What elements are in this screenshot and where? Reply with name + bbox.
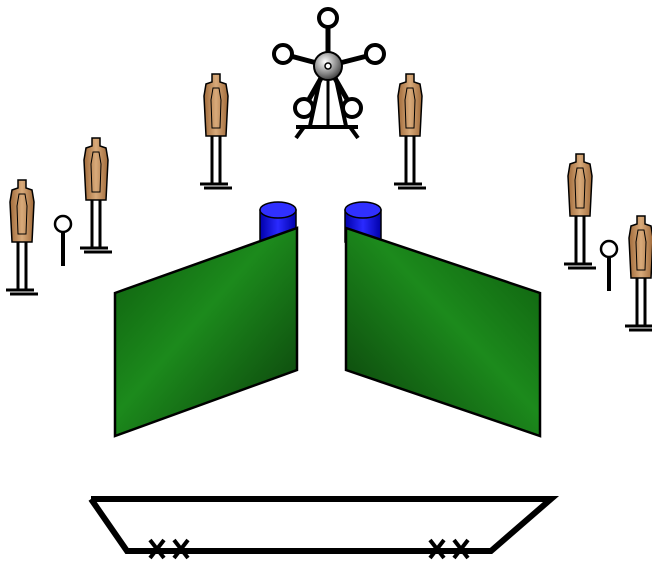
foot-marks [148,538,470,560]
spinner-target [272,7,386,140]
shooting-box [88,496,560,554]
steel-plate-right [599,239,619,293]
paper-target-upper-left [198,72,234,190]
paper-target-mid-left [78,136,114,254]
paper-target-far-right [623,214,652,332]
wall-left [113,226,299,438]
paper-target-upper-right [392,72,428,190]
paper-target-mid-right [562,152,598,270]
wall-right [344,226,542,438]
steel-plate-left [53,214,73,268]
paper-target-far-left [4,178,40,296]
